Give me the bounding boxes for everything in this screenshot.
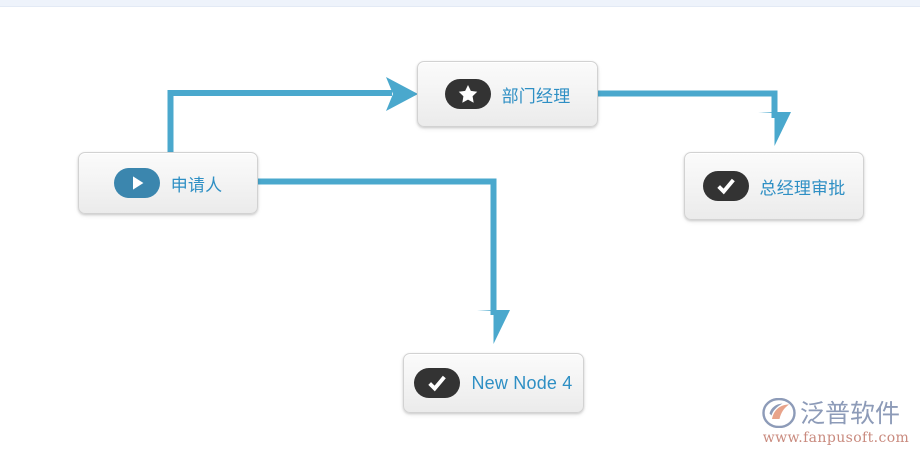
- node-new-node-4[interactable]: New Node 4: [403, 353, 584, 413]
- edge-dept-manager-to-gm-approval: [598, 90, 791, 146]
- check-icon: [414, 368, 461, 398]
- watermark: 泛普软件 www.fanpusoft.com: [762, 398, 910, 446]
- watermark-brand: 泛普软件: [800, 398, 901, 428]
- watermark-brand-row: 泛普软件: [762, 398, 910, 428]
- check-icon: [702, 171, 749, 201]
- top-bar: [0, 0, 920, 7]
- play-icon: [113, 168, 160, 198]
- star-icon: [444, 79, 491, 109]
- fanpu-logo-icon: [762, 398, 796, 428]
- node-applicant[interactable]: 申请人: [78, 152, 258, 214]
- watermark-url: www.fanpusoft.com: [762, 430, 910, 446]
- edge-applicant-to-new-node-4: [258, 178, 510, 344]
- node-dept-manager-label: 部门经理: [501, 86, 571, 106]
- node-new-node-4-label: New Node 4: [471, 372, 573, 393]
- edge-applicant-to-dept-manager: [167, 77, 418, 152]
- node-dept-manager[interactable]: 部门经理: [417, 61, 598, 127]
- node-applicant-label: 申请人: [170, 175, 223, 195]
- node-gm-approval-label: 总经理审批: [759, 178, 846, 198]
- node-gm-approval[interactable]: 总经理审批: [684, 152, 864, 220]
